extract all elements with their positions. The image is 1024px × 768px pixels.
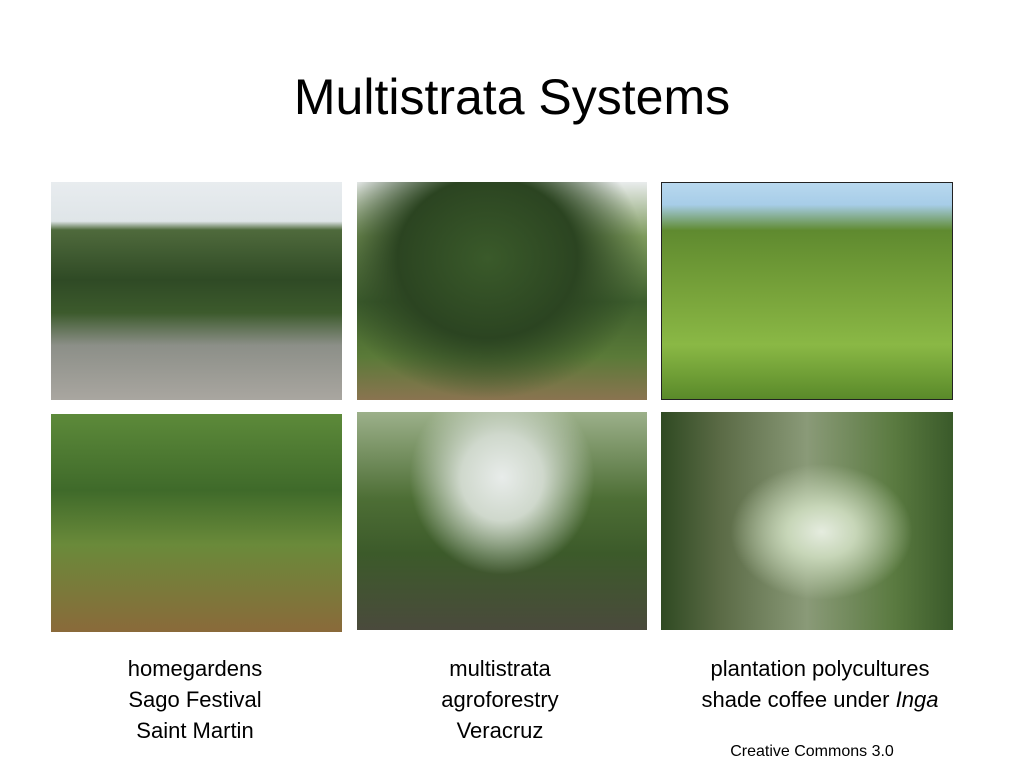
photo-coffee-plantation-hillside	[661, 182, 953, 400]
caption-line: homegardens	[127, 656, 263, 681]
caption-line: plantation polycultures	[710, 656, 930, 681]
caption-text: shade coffee under	[701, 687, 896, 712]
caption-line: shade coffee under Inga	[660, 684, 980, 715]
caption-multistrata: multistrata agroforestry Veracruz	[400, 653, 600, 746]
caption-line: Veracruz	[456, 718, 544, 743]
photo-shade-coffee-rows	[661, 412, 953, 630]
caption-plantation: plantation polycultures shade coffee und…	[660, 653, 980, 715]
caption-line: agroforestry	[441, 687, 559, 712]
caption-line: multistrata	[449, 656, 551, 681]
photo-homegarden-village	[51, 182, 342, 400]
photo-people-gardening	[51, 414, 342, 632]
caption-genus: Inga	[895, 687, 939, 712]
caption-homegardens: homegardens Sago Festival Saint Martin	[95, 653, 295, 746]
photo-group-walking-banana-grove	[357, 412, 647, 630]
license-credit: Creative Commons 3.0	[730, 743, 894, 760]
caption-line: Saint Martin	[136, 718, 254, 743]
caption-line: Sago Festival	[128, 687, 262, 712]
photo-agroforestry-trees	[357, 182, 647, 400]
slide-title: Multistrata Systems	[293, 69, 731, 125]
